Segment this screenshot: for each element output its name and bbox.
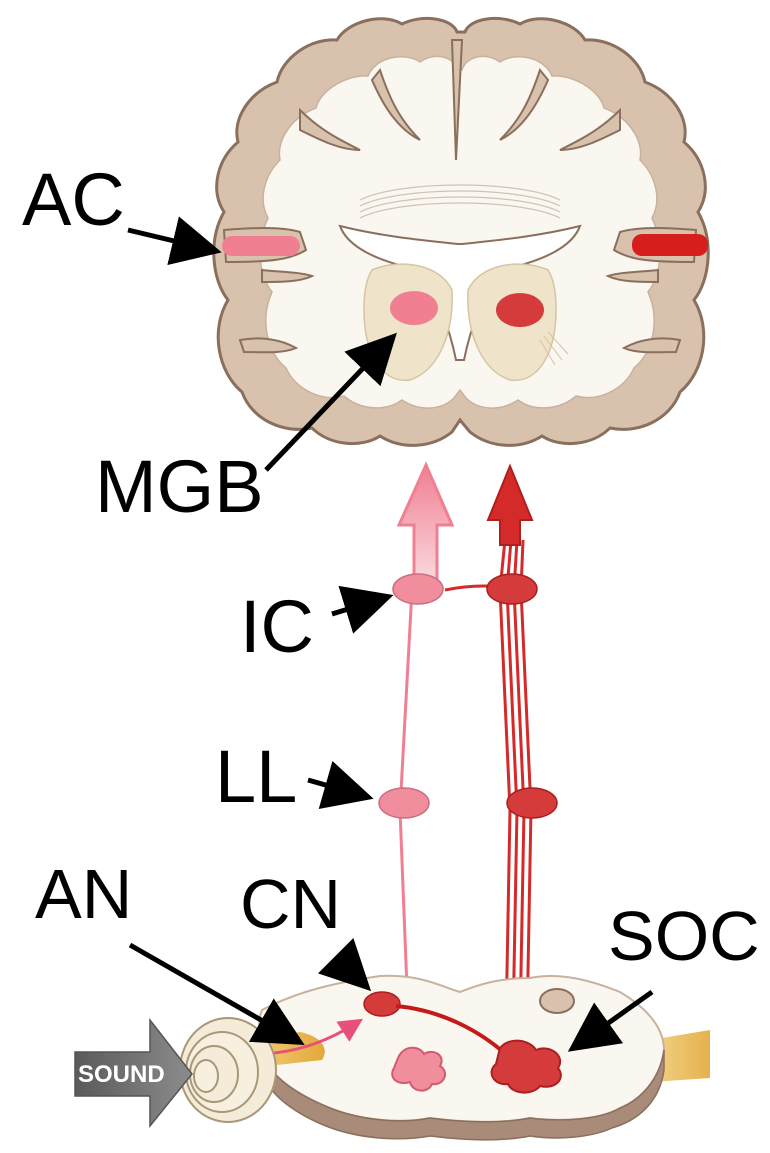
brainstem-tract	[540, 989, 574, 1013]
left-ll-nucleus	[379, 788, 429, 818]
sound-label: SOUND	[78, 1061, 165, 1088]
soc-label: SOC	[608, 897, 760, 975]
mgb-label: MGB	[95, 445, 264, 528]
brain-coronal-section	[214, 18, 708, 445]
left-auditory-cortex	[222, 236, 300, 256]
contralateral-up-arrow	[488, 466, 532, 545]
ll-pointer-arrow	[308, 780, 364, 796]
cn-nucleus	[364, 992, 400, 1016]
ic-pointer-arrow	[332, 598, 384, 614]
an-label: AN	[35, 855, 132, 933]
ac-pointer-arrow	[128, 230, 212, 250]
left-ic-nucleus	[393, 574, 443, 604]
right-auditory-cortex	[632, 234, 708, 256]
right-ll-nucleus	[507, 788, 557, 818]
ac-label: AC	[22, 158, 125, 241]
right-mgb-nucleus	[496, 293, 544, 327]
ear-cochlea	[180, 1018, 276, 1122]
right-ic-nucleus	[487, 574, 537, 604]
ic-label: IC	[240, 585, 314, 668]
cn-label: CN	[240, 865, 341, 943]
cn-pointer-arrow	[336, 956, 364, 984]
left-mgb-nucleus	[390, 291, 438, 325]
ipsilateral-up-arrow	[399, 465, 452, 592]
ll-label: LL	[215, 735, 297, 818]
